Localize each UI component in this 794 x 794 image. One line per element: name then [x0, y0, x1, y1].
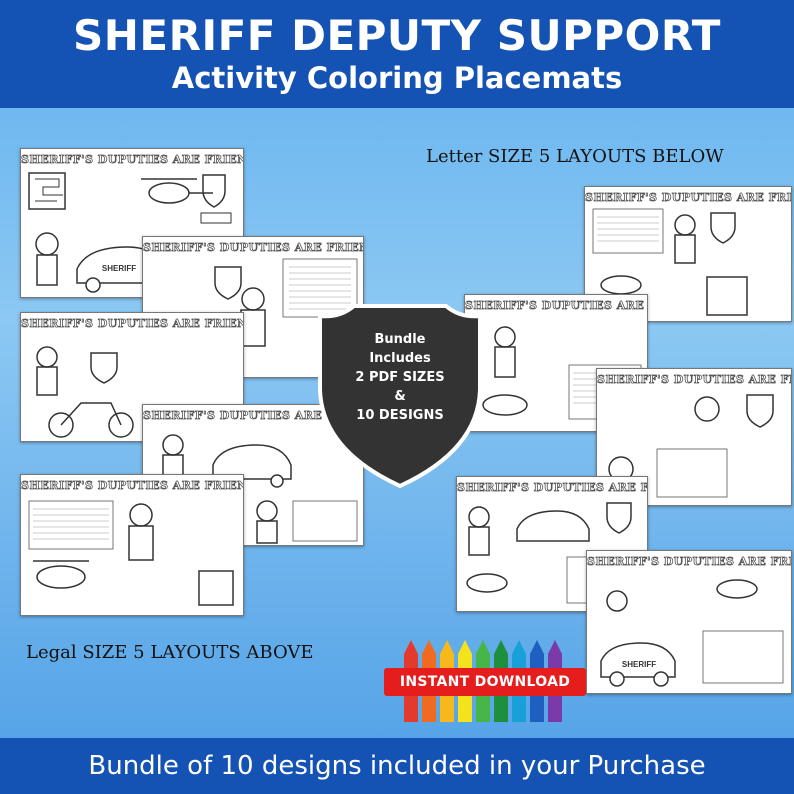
placemat-preview: SHERIFF'S DUPUTIES ARE FRIENDS	[20, 474, 244, 616]
footer-banner: Bundle of 10 designs included in your Pu…	[0, 738, 794, 794]
placemat-heading: SHERIFF'S DUPUTIES ARE FRIENDS	[21, 153, 244, 167]
placemat-preview: SHERIFF'S DUPUTIES ARE FRIENDS	[456, 476, 648, 612]
placemat-heading: SHERIFF'S DUPUTIES ARE FRIENDS	[143, 409, 364, 423]
placemat-heading: SHERIFF'S DUPUTIES ARE FRIENDS	[465, 299, 647, 313]
shield-badge-icon	[318, 304, 482, 489]
placemat-illustration	[608, 394, 774, 498]
placemat-illustration	[36, 346, 134, 438]
placemat-heading: SHERIFF'S DUPUTIES ARE FRIENDS	[143, 241, 364, 255]
placemat-preview: SHERIFF'S DUPUTIES ARE FRIENDS	[142, 236, 364, 378]
legal-size-caption: Legal SIZE 5 LAYOUTS ABOVE	[26, 642, 314, 663]
placemat-preview: SHERIFF'S DUPUTIES ARE FRIENDS SHERIFF	[20, 148, 244, 298]
placemat-heading: SHERIFF'S DUPUTIES ARE FRIENDS	[587, 555, 792, 569]
placemat-heading: SHERIFF'S DUPUTIES ARE FRIENDS	[457, 481, 647, 495]
badge-line: Bundle	[374, 332, 426, 347]
placemat-heading: SHERIFF'S DUPUTIES ARE FRIENDS	[597, 373, 791, 387]
badge-line: 10 DESIGNS	[356, 408, 444, 423]
top-banner: SHERIFF DEPUTY SUPPORT Activity Coloring…	[0, 0, 794, 108]
vehicle-label: SHERIFF	[622, 660, 656, 669]
letter-size-caption: Letter SIZE 5 LAYOUTS BELOW	[426, 146, 724, 167]
product-title: SHERIFF DEPUTY SUPPORT	[73, 11, 721, 60]
placemat-heading: SHERIFF'S DUPUTIES ARE FRIENDS	[585, 191, 792, 205]
placemat-illustration	[466, 502, 640, 604]
placemat-preview: SHERIFF'S DUPUTIES ARE FRIENDS	[596, 368, 792, 506]
placemat-preview: SHERIFF'S DUPUTIES ARE FRIENDS SHERIFF	[586, 550, 792, 694]
placemat-heading: SHERIFF'S DUPUTIES ARE FRIENDS	[21, 479, 244, 493]
crayon-row-bottom	[404, 696, 562, 722]
bundle-badge-text: Bundle Includes 2 PDF SIZES & 10 DESIGNS	[314, 330, 486, 425]
product-subtitle: Activity Coloring Placemats	[171, 61, 623, 95]
placemat-illustration: SHERIFF	[600, 579, 784, 687]
placemat-heading: SHERIFF'S DUPUTIES ARE FRIENDS	[21, 317, 244, 331]
instant-download-badge: INSTANT DOWNLOAD	[384, 668, 586, 696]
placemat-illustration	[592, 208, 748, 316]
placemat-illustration	[28, 500, 234, 606]
badge-line: Includes	[369, 351, 431, 366]
badge-line: 2 PDF SIZES	[355, 370, 445, 385]
badge-line: &	[394, 389, 406, 404]
vehicle-label: SHERIFF	[102, 264, 136, 273]
